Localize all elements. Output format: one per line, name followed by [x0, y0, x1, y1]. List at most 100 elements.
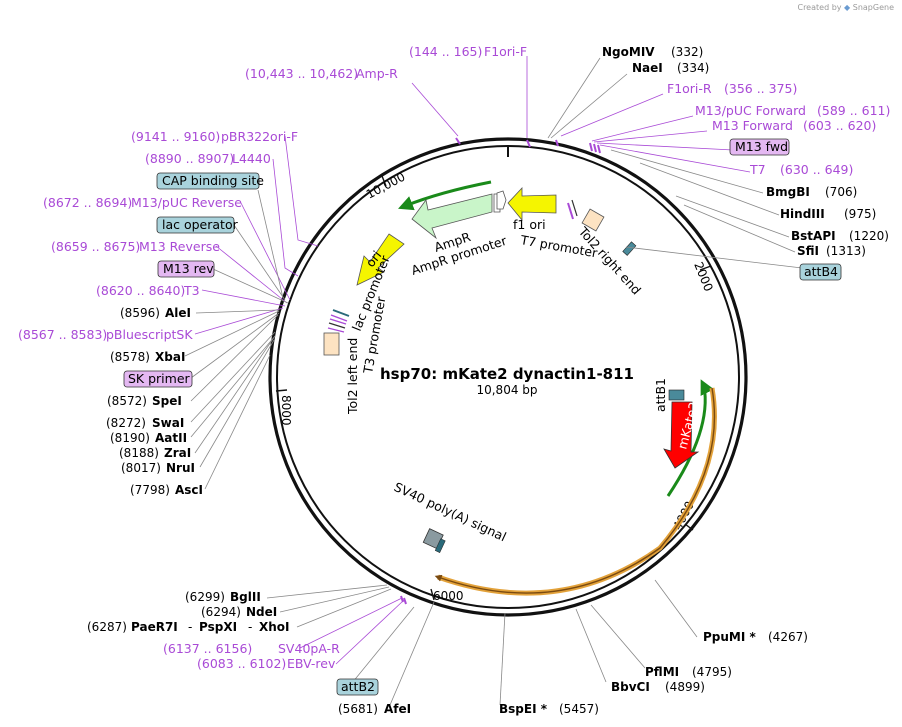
ampr-feature — [411, 193, 493, 240]
enzyme-xhoi[interactable]: XhoI — [259, 620, 290, 634]
enzyme-paer7i[interactable]: PaeR7I — [131, 620, 178, 634]
enzyme-hindiii[interactable]: HindIII — [780, 207, 825, 221]
enzyme-pos-naei: (334) — [677, 61, 709, 75]
primer-m13-forward: M13 Forward — [712, 118, 793, 133]
tick-6000 — [430, 588, 435, 601]
enzyme-pos-asci: (7798) — [130, 483, 170, 497]
primer-pos-m13puc-forward: (589 .. 611) — [817, 103, 890, 118]
enzyme-xbai[interactable]: XbaI — [155, 350, 185, 364]
cap-binding-site-box[interactable] — [156, 172, 260, 190]
enzyme-zrai[interactable]: ZraI — [164, 446, 191, 460]
tick-label-6000: 6000 — [433, 589, 464, 603]
enzyme-pflmi[interactable]: PflMI — [645, 665, 679, 679]
enzyme-pos-zrai: (8188) — [119, 446, 159, 460]
enzyme-pos-bmgbi: (706) — [825, 185, 857, 199]
tick-10000 — [381, 175, 387, 187]
enzyme-bbvci[interactable]: BbvCI — [611, 680, 650, 694]
tick-2000 — [699, 265, 712, 271]
enzyme-nrui[interactable]: NruI — [166, 461, 195, 475]
primer-pos-ebv-rev: (6083 .. 6102) — [197, 656, 286, 671]
enzyme-pos-paer7i: (6287) — [87, 620, 127, 634]
primer-pos-amp-r: (10,443 .. 10,462) — [245, 66, 358, 81]
enzyme-ppumi[interactable]: PpuMI * — [703, 630, 757, 644]
plasmid-size: 10,804 bp — [476, 383, 537, 397]
snapgene-credit: Created by ◆ SnapGene — [797, 3, 894, 12]
primer-pbr322ori-f: pBR322ori-F — [221, 129, 298, 144]
enzyme-pos-bstapi: (1220) — [849, 229, 889, 243]
tol2-right-label: Tol2 right end — [575, 223, 644, 297]
primer-l4440: L4440 — [232, 151, 271, 166]
plasmid-name: hsp70: mKate2 dynactin1-811 — [380, 365, 634, 383]
primer-t7: T7 — [749, 162, 766, 177]
primer-pos-l4440: (8890 .. 8907) — [145, 151, 234, 166]
ampr-outline-arrow — [398, 180, 492, 211]
bottom-primer-marks — [400, 595, 407, 605]
enzyme-bspei[interactable]: BspEI * — [499, 702, 548, 716]
credit-prefix: Created by — [797, 3, 842, 12]
primer-pos-m13puc-reverse: (8672 .. 8694) — [43, 195, 132, 210]
enzyme-pos-sfii: (1313) — [826, 244, 866, 258]
primer-m13puc-forward: M13/pUC Forward — [695, 103, 806, 118]
enzyme-alei[interactable]: AleI — [165, 306, 191, 320]
m13-fwd-label: M13 fwd — [735, 139, 788, 154]
enzyme-pos-ngomiv: (332) — [671, 45, 703, 59]
f1ori-feature — [507, 186, 557, 222]
enzyme-spei[interactable]: SpeI — [152, 394, 182, 408]
enzyme-bglii[interactable]: BglII — [230, 590, 261, 604]
enzyme-pos-alei: (8596) — [120, 306, 160, 320]
lac-region-marks — [327, 309, 350, 333]
separator-2: - — [248, 620, 252, 634]
primer-pbluescriptsk: pBluescriptSK — [106, 327, 193, 342]
attb2-mark — [434, 538, 446, 553]
primer-t3: T3 — [183, 283, 200, 298]
enzyme-aatii[interactable]: AatII — [155, 431, 187, 445]
enzyme-asci[interactable]: AscI — [175, 483, 203, 497]
primer-ebv-rev: EBV-rev — [287, 656, 336, 671]
enzyme-pos-xbai: (8578) — [110, 350, 150, 364]
tick-label-8000: 8000 — [279, 395, 293, 426]
top-primer-marks — [455, 137, 601, 154]
attb1-mark — [668, 389, 685, 401]
tick-label-2000: 2000 — [691, 260, 715, 294]
enzyme-pos-bbvci: (4899) — [665, 680, 705, 694]
green-arc-head — [700, 379, 715, 397]
enzyme-pos-swai: (8272) — [106, 416, 146, 430]
enzyme-naei[interactable]: NaeI — [632, 61, 663, 75]
primer-pos-t7: (630 .. 649) — [780, 162, 853, 177]
primer-pos-f1ori-f: (144 .. 165) — [409, 44, 482, 59]
attb2-box[interactable] — [336, 678, 379, 696]
lac-operator-box[interactable] — [156, 216, 235, 234]
primer-sv40pa-r: SV40pA-R — [278, 641, 340, 656]
enzyme-pos-pflmi: (4795) — [692, 665, 732, 679]
ampr-promoter-arrow — [496, 190, 507, 210]
enzyme-pos-nrui: (8017) — [121, 461, 161, 475]
ori-feature — [356, 233, 405, 286]
enzyme-ndei[interactable]: NdeI — [246, 605, 277, 619]
primer-f1ori-r: F1ori-R — [667, 81, 712, 96]
enzyme-afei[interactable]: AfeI — [384, 702, 411, 716]
tol2-left-block — [323, 332, 340, 356]
attb4-box[interactable] — [799, 263, 842, 281]
enzyme-ngomiv[interactable]: NgoMIV — [602, 45, 655, 59]
tick-4000 — [684, 523, 694, 531]
t7-primer-mark — [567, 202, 574, 220]
enzyme-swai[interactable]: SwaI — [152, 416, 184, 430]
top-leaders — [411, 56, 803, 269]
lac-operator-label: lac operator — [162, 217, 239, 232]
sv40-label: SV40 poly(A) signal — [392, 479, 509, 544]
enzyme-pspxi[interactable]: PspXI — [199, 620, 237, 634]
enzyme-pos-afei: (5681) — [338, 702, 378, 716]
backbone-outer — [268, 137, 748, 617]
enzyme-bmgbi[interactable]: BmgBI — [766, 185, 810, 199]
enzyme-pos-bspei: (5457) — [559, 702, 599, 716]
enzyme-bstapi[interactable]: BstAPI — [791, 229, 836, 243]
m13-fwd-box[interactable] — [729, 138, 790, 156]
primer-pos-m13-reverse: (8659 .. 8675) — [51, 239, 140, 254]
sk-primer-box[interactable] — [123, 370, 193, 388]
sk-primer-label: SK primer — [128, 371, 191, 386]
enzyme-sfii[interactable]: SfiI — [797, 244, 819, 258]
m13-rev-box[interactable] — [157, 260, 215, 278]
enzyme-pos-ppumi: (4267) — [768, 630, 808, 644]
tol2-right-block — [581, 208, 605, 232]
